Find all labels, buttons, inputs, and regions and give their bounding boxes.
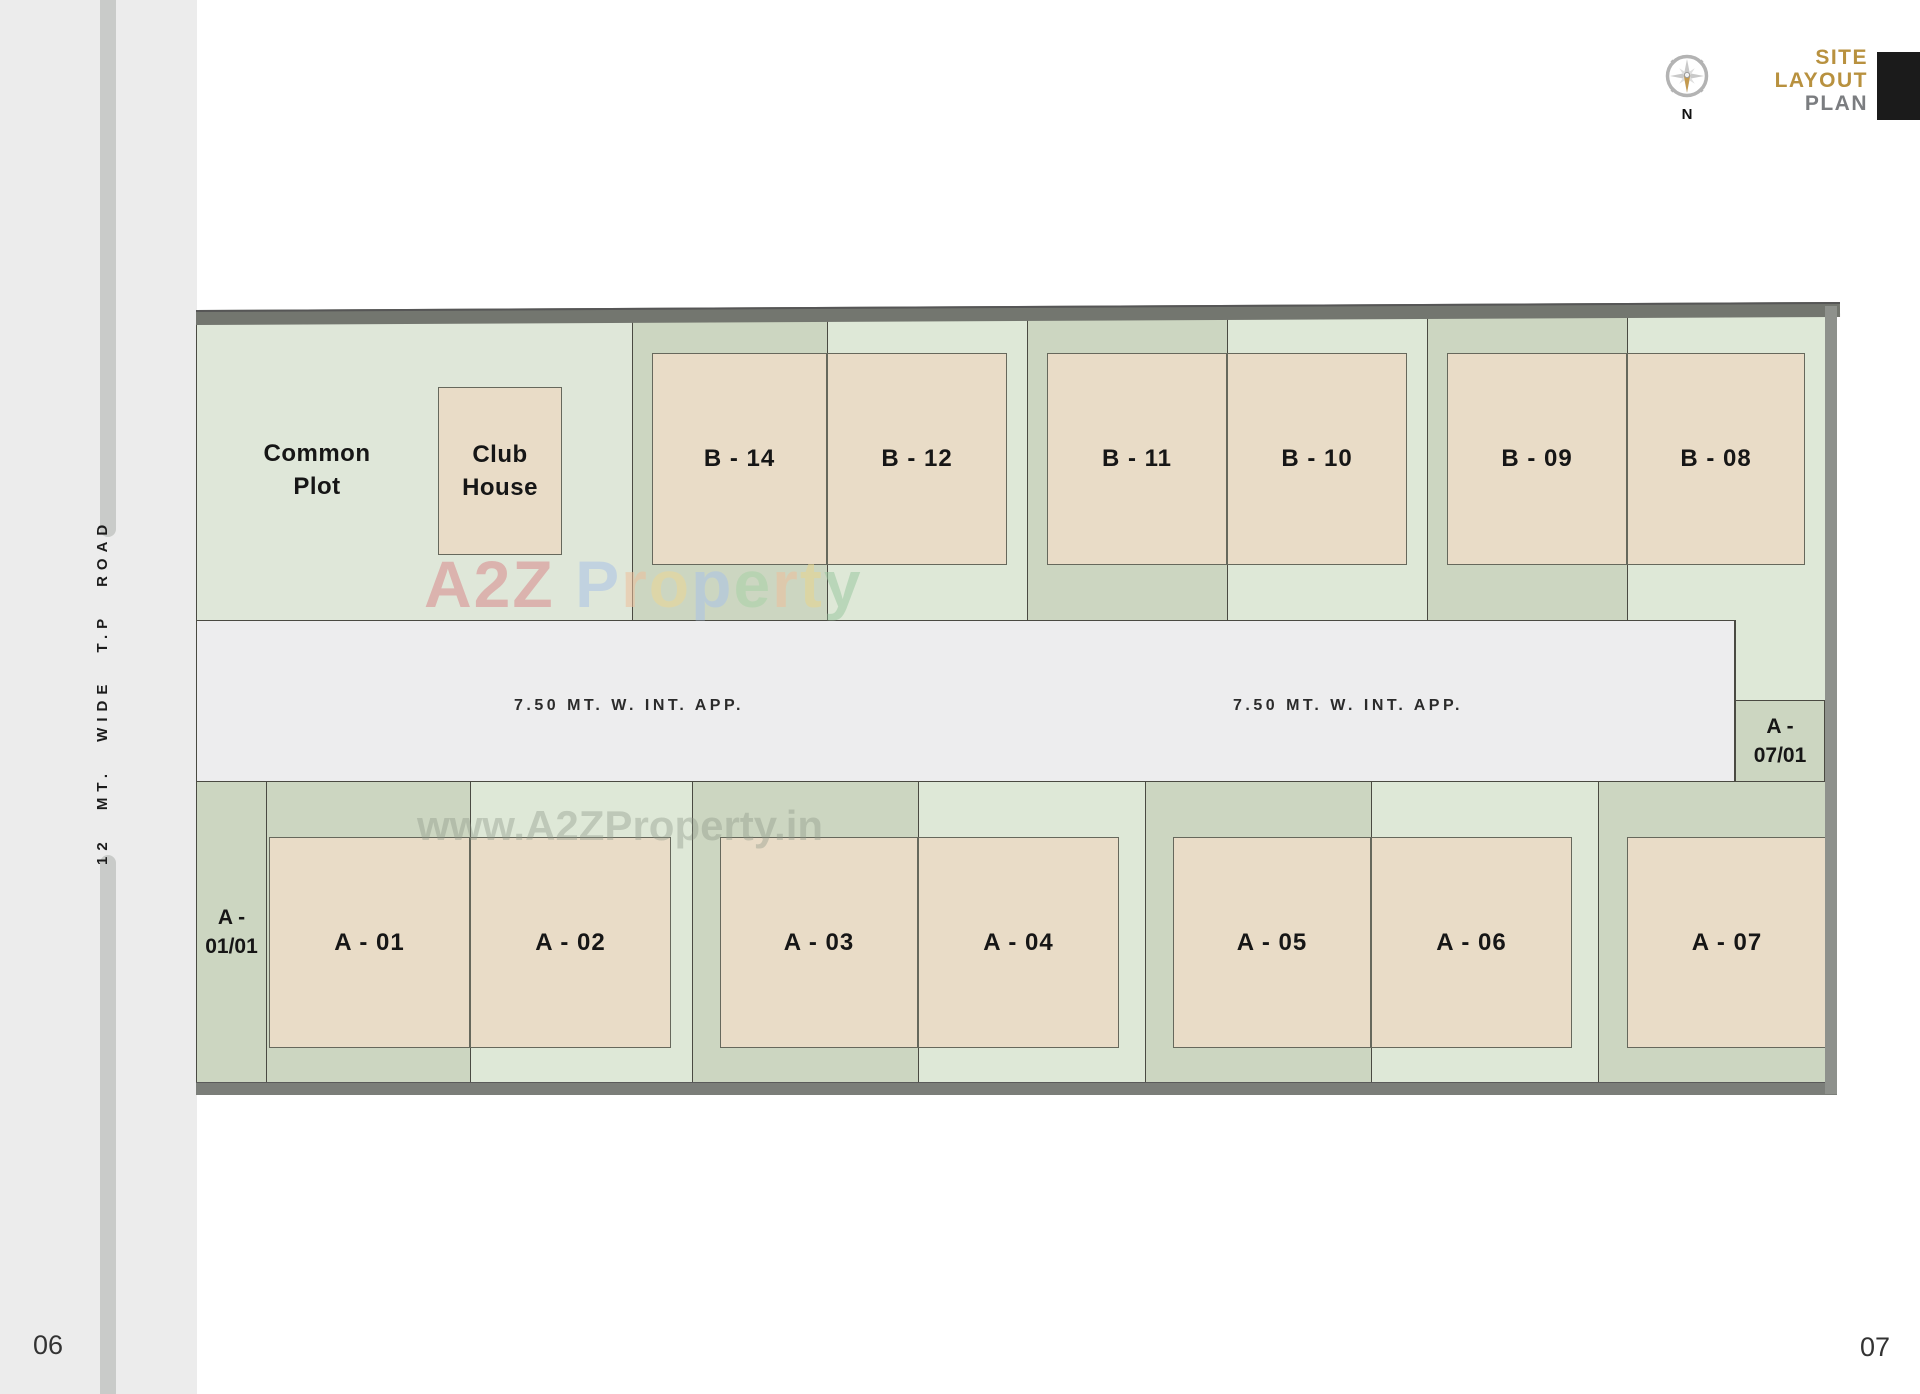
plot-label: A - 01 bbox=[334, 928, 405, 956]
plot-b-08: B - 08 bbox=[1627, 353, 1805, 565]
parcel-right-gap bbox=[1735, 620, 1828, 700]
plot-label: A - bbox=[1766, 715, 1794, 738]
plot-b-10: B - 10 bbox=[1227, 353, 1407, 565]
plot-label: A - 03 bbox=[783, 928, 855, 956]
title-layout: LAYOUT bbox=[1774, 69, 1868, 92]
plot-label: B - 09 bbox=[1501, 445, 1573, 472]
north-compass-icon bbox=[1665, 54, 1709, 98]
plot-label: A - 07 bbox=[1691, 928, 1763, 956]
club-house-label: Club bbox=[472, 441, 528, 468]
plot-label: B - 12 bbox=[881, 445, 953, 472]
plot-a-04: A - 04 bbox=[918, 837, 1119, 1048]
plot-label: A - 02 bbox=[535, 928, 606, 956]
plot-b-14: B - 14 bbox=[652, 353, 827, 565]
plot-label: A - bbox=[217, 906, 246, 929]
plan-bottom-boundary bbox=[196, 1082, 1837, 1095]
plot-a-07-01: A - 07/01 bbox=[1735, 700, 1825, 782]
title-black-tab bbox=[1877, 52, 1920, 120]
title-site: SITE bbox=[1815, 46, 1868, 69]
tp-road-label: 12 MT. WIDE T.P ROAD bbox=[94, 518, 111, 865]
plot-a-05: A - 05 bbox=[1173, 837, 1371, 1048]
plot-b-09: B - 09 bbox=[1447, 353, 1627, 565]
common-plot-label: Common Plot bbox=[263, 440, 371, 500]
plot-a-01-01: A - 01/01 bbox=[196, 782, 266, 1082]
plot-label: A - 06 bbox=[1436, 928, 1507, 956]
plot-a-02: A - 02 bbox=[470, 837, 671, 1048]
internal-road-label-2: 7.50 MT. W. INT. APP. bbox=[1233, 697, 1463, 714]
plot-label: 01/01 bbox=[205, 935, 258, 958]
page-number-left: 06 bbox=[32, 1330, 64, 1360]
plot-a-07: A - 07 bbox=[1627, 837, 1827, 1048]
club-house: Club House bbox=[438, 387, 562, 555]
plot-a-06: A - 06 bbox=[1371, 837, 1572, 1048]
road-divider-line-top bbox=[100, 0, 116, 537]
plot-label: B - 08 bbox=[1680, 445, 1752, 472]
plot-label: B - 11 bbox=[1101, 445, 1173, 472]
internal-road-label-1: 7.50 MT. W. INT. APP. bbox=[514, 697, 744, 714]
plot-a-03: A - 03 bbox=[720, 837, 918, 1048]
road-divider-line-bottom bbox=[100, 855, 116, 1394]
title-plan: PLAN bbox=[1804, 92, 1868, 115]
plot-label: A - 04 bbox=[983, 928, 1054, 956]
tp-road-sidebar bbox=[0, 0, 197, 1394]
page-number-right: 07 bbox=[1859, 1332, 1891, 1362]
plot-label: A - 05 bbox=[1236, 928, 1308, 956]
plot-label: B - 14 bbox=[703, 445, 776, 472]
club-house-label: House bbox=[462, 474, 538, 501]
plot-label: 07/01 bbox=[1753, 744, 1807, 767]
plot-b-11: B - 11 bbox=[1047, 353, 1227, 565]
internal-road bbox=[196, 620, 1735, 782]
plot-label: B - 10 bbox=[1281, 445, 1353, 472]
plan-right-boundary bbox=[1825, 306, 1837, 1094]
plot-a-01: A - 01 bbox=[269, 837, 470, 1048]
compass-north-label: N bbox=[1681, 106, 1693, 123]
plot-b-12: B - 12 bbox=[827, 353, 1007, 565]
page-title: SITE LAYOUT PLAN bbox=[1775, 46, 1868, 115]
